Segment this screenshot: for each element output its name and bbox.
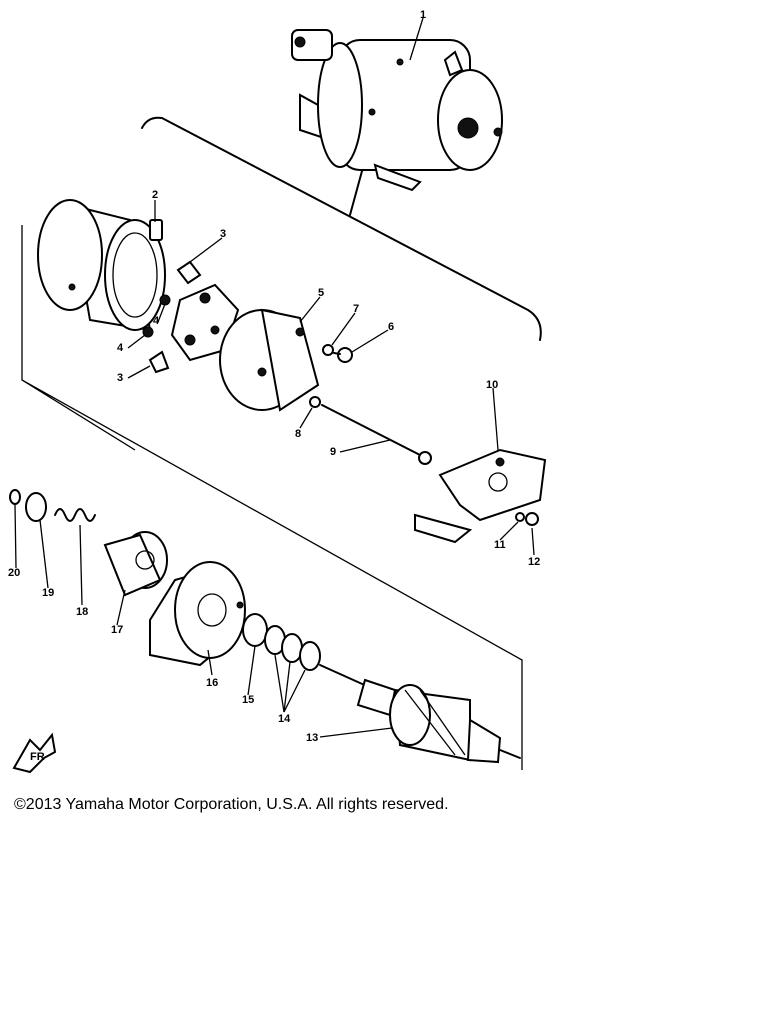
starter-motor-assembly: [291, 29, 503, 192]
callout-7: 7: [353, 303, 359, 315]
callout-4a: 4: [153, 315, 160, 327]
front-cover: [149, 561, 246, 667]
callout-16: 16: [206, 677, 218, 689]
callout-13: 13: [306, 732, 318, 744]
callout-10: 10: [486, 379, 498, 391]
assembly-bracket: [141, 116, 542, 341]
screw-and-washer: [322, 344, 353, 363]
callout-5: 5: [318, 287, 324, 299]
armature: [319, 664, 521, 764]
callout-17: 17: [111, 624, 123, 636]
callout-11: 11: [494, 539, 506, 551]
callout-4b: 4: [117, 342, 124, 354]
brush-set: [142, 260, 202, 374]
callout-3a: 3: [220, 228, 226, 240]
callout-19: 19: [42, 587, 54, 599]
callout-14: 14: [278, 713, 291, 725]
callout-2: 2: [152, 189, 158, 201]
callout-6: 6: [388, 321, 394, 333]
copyright-notice: ©2013 Yamaha Motor Corporation, U.S.A. A…: [14, 796, 449, 813]
leader-lines: [14, 17, 535, 738]
svg-text:FR: FR: [30, 751, 45, 763]
starter-motor-exploded-diagram: FR 1 2 3 4 4 3 5 7 6: [8, 9, 547, 774]
pinion-stop-parts: [9, 489, 96, 522]
callout-labels: 1 2 3 4 4 3 5 7 6 8 9 10 11 12 13 14 15 …: [8, 9, 540, 744]
end-cover: [219, 308, 320, 412]
nut-and-washer: [515, 512, 539, 526]
thrust-washers: [242, 613, 321, 671]
through-bolt: [309, 396, 432, 465]
callout-3b: 3: [117, 372, 123, 384]
callout-8: 8: [295, 428, 301, 440]
callout-20: 20: [8, 567, 20, 579]
mounting-bracket: [414, 448, 547, 544]
exploded-enclosure: [21, 225, 523, 770]
pinion-gear: [103, 531, 168, 597]
front-arrow-icon: FR: [12, 732, 57, 774]
yoke-housing: [37, 199, 166, 332]
callout-9: 9: [330, 446, 336, 458]
callout-12: 12: [528, 556, 540, 568]
callout-1: 1: [420, 9, 426, 21]
callout-15: 15: [242, 694, 254, 706]
callout-18: 18: [76, 606, 88, 618]
